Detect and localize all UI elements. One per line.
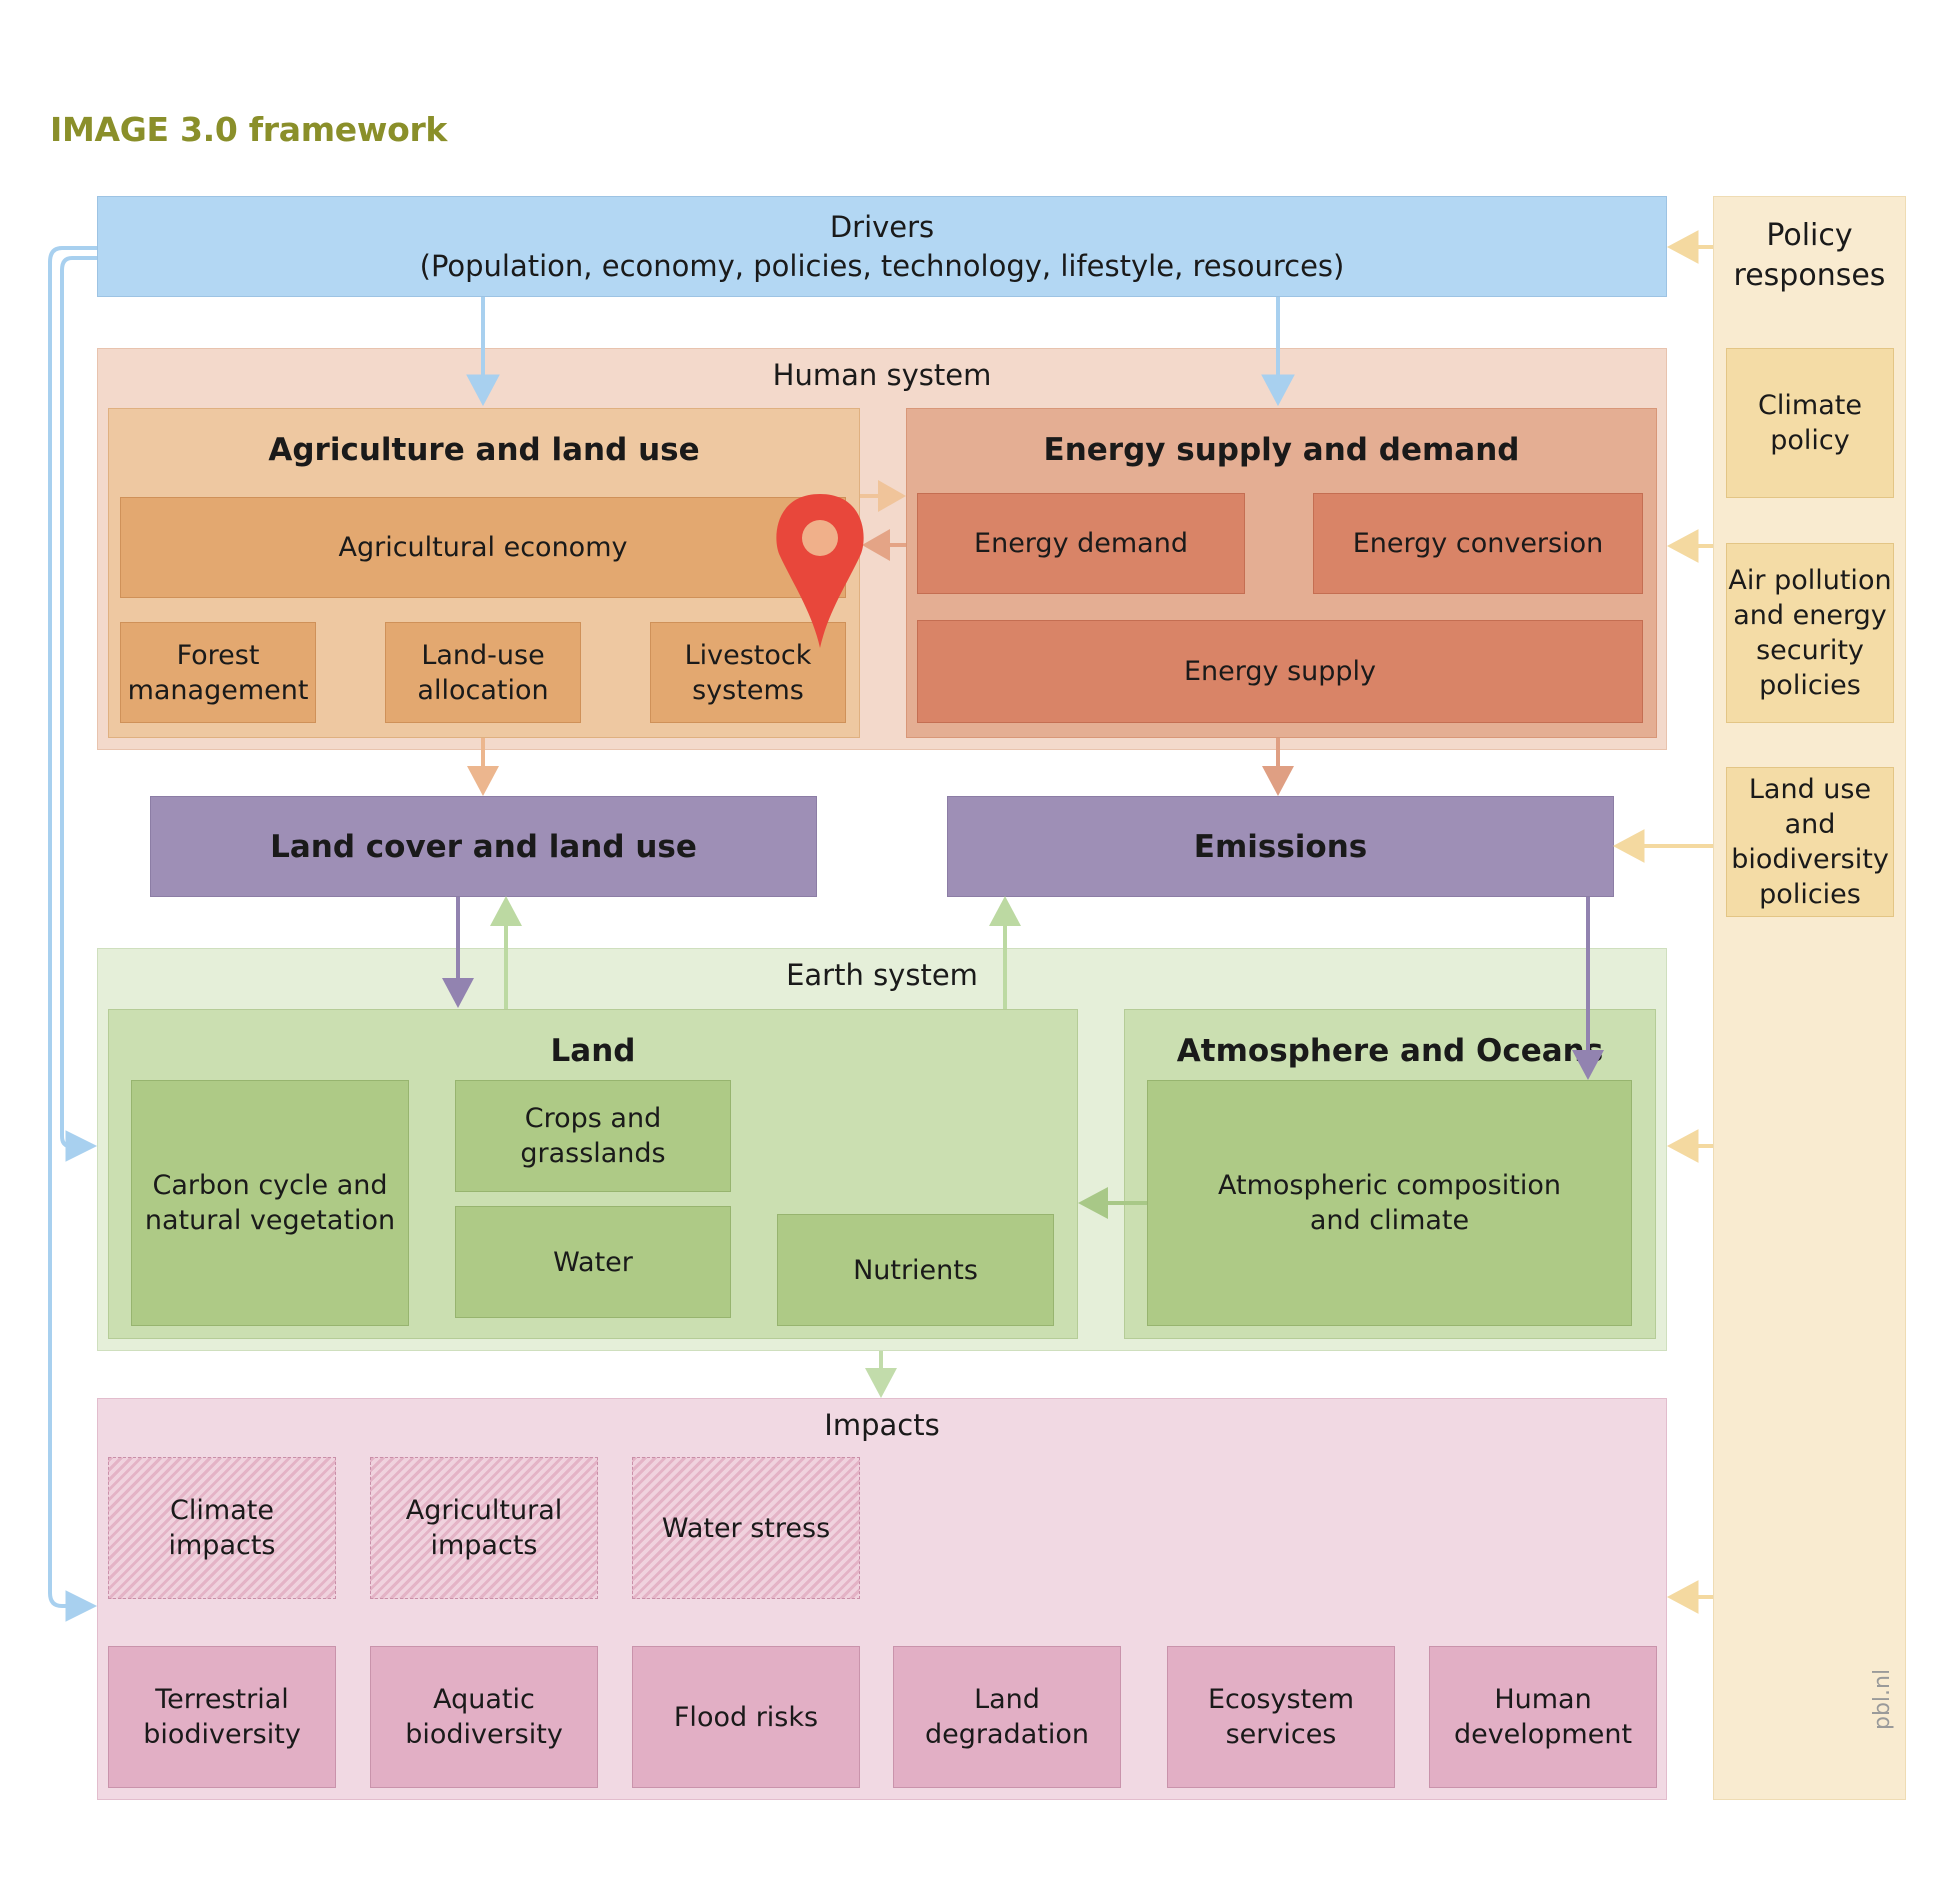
human-arrows — [467, 480, 1294, 796]
human-development-box: Human development — [1429, 1646, 1657, 1788]
atmosphere-title: Atmosphere and Oceans — [1176, 1033, 1604, 1069]
terrestrial-biodiversity-box: Terrestrial biodiversity — [108, 1646, 336, 1788]
human-system-label: Human system — [772, 358, 992, 392]
emissions-box: Emissions — [947, 796, 1614, 897]
land-use-allocation-box: Land-use allocation — [385, 622, 581, 723]
energy-supply-box: Energy supply — [917, 620, 1643, 723]
page-title: IMAGE 3.0 framework — [50, 110, 448, 149]
water-stress-box: Water stress — [632, 1457, 860, 1599]
ecosystem-services-box: Ecosystem services — [1167, 1646, 1395, 1788]
impacts-label: Impacts — [824, 1408, 940, 1442]
policy-header: Policy responses — [1733, 218, 1886, 293]
atmospheric-composition-box: Atmospheric composition and climate — [1147, 1080, 1632, 1326]
energy-title: Energy supply and demand — [1043, 432, 1520, 468]
land-degradation-box: Land degradation — [893, 1646, 1121, 1788]
map-pin-icon — [776, 494, 864, 648]
aquatic-biodiversity-box: Aquatic biodiversity — [370, 1646, 598, 1788]
crops-grasslands-box: Crops and grasslands — [455, 1080, 731, 1192]
drivers-label: Drivers — [829, 209, 935, 244]
driver-arrows — [48, 246, 1295, 1622]
earth-system-label: Earth system — [786, 958, 978, 992]
land-use-policy-box: Land use and biodiversity policies — [1726, 767, 1894, 917]
climate-policy-box: Climate policy — [1726, 348, 1894, 498]
forest-management-box: Forest management — [120, 622, 316, 723]
drivers-list: (Population, economy, policies, technolo… — [419, 248, 1345, 283]
land-title: Land — [550, 1033, 636, 1069]
agricultural-impacts-box: Agricultural impacts — [370, 1457, 598, 1599]
flood-risks-box: Flood risks — [632, 1646, 860, 1788]
land-cover-box: Land cover and land use — [150, 796, 817, 897]
agricultural-economy-box: Agricultural economy — [120, 497, 846, 598]
air-pollution-policy-box: Air pollution and energy security polici… — [1726, 543, 1894, 723]
impacts-panel — [97, 1398, 1667, 1800]
earth-arrows — [442, 896, 1604, 1398]
carbon-cycle-box: Carbon cycle and natural vegetation — [131, 1080, 409, 1326]
livestock-systems-box: Livestock systems — [650, 622, 846, 723]
policy-arrows — [1612, 230, 1713, 1614]
agriculture-title: Agriculture and land use — [268, 432, 700, 468]
nutrients-box: Nutrients — [777, 1214, 1054, 1326]
energy-conversion-box: Energy conversion — [1313, 493, 1643, 594]
drivers-box: Drivers (Population, economy, policies, … — [97, 196, 1667, 297]
climate-impacts-box: Climate impacts — [108, 1457, 336, 1599]
water-box: Water — [455, 1206, 731, 1318]
energy-demand-box: Energy demand — [917, 493, 1245, 594]
